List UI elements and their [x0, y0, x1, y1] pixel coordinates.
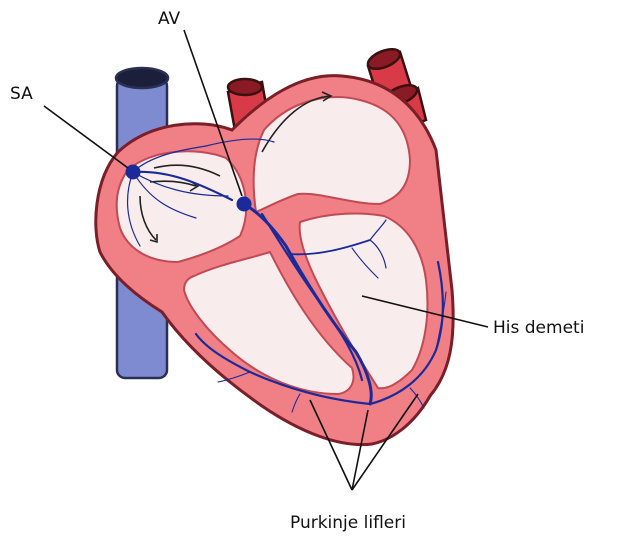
av-label: AV	[158, 9, 181, 29]
av-node	[237, 197, 252, 212]
sa-node	[126, 165, 141, 180]
purkinje-fibers-label: Purkinje lifleri	[290, 513, 406, 533]
sa-label: SA	[10, 84, 33, 104]
his-bundle-label: His demeti	[493, 318, 584, 338]
